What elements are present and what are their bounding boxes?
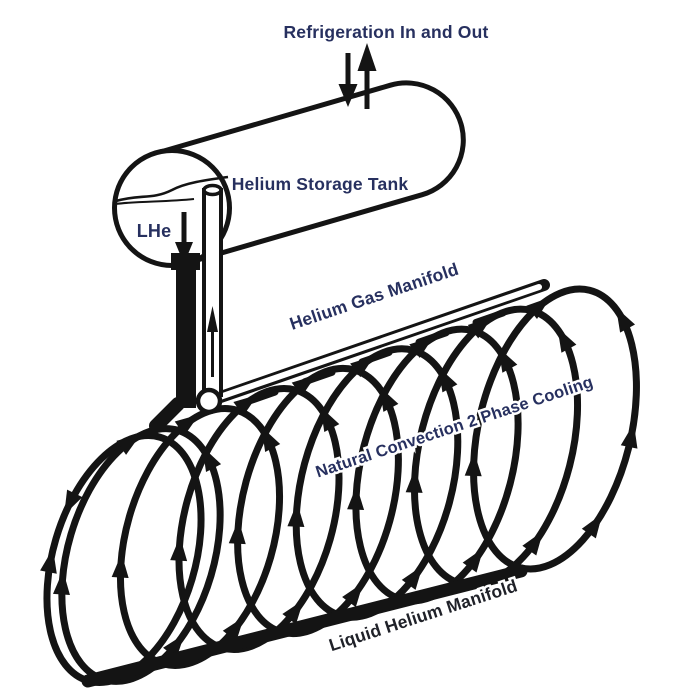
flow-arrowhead [228,519,246,545]
flow-arrowhead [170,536,188,562]
flow-arrowhead [557,327,577,353]
flow-arrowhead [174,414,200,436]
flow-arrowhead [616,307,636,333]
junction-fitting [195,387,223,415]
helium-gas-manifold-pipe [206,279,550,406]
flow-arrowhead [350,355,375,378]
flow-arrowhead [409,336,434,358]
flow-arrowhead [342,582,364,608]
flow-arrowhead [581,513,603,539]
helium-storage-tank [112,80,466,268]
label-lhe: LHe [137,221,172,241]
tank-body [155,80,466,266]
flow-arrowhead [462,548,484,573]
lhe-down-arrow [175,212,193,264]
flow-arrowhead [287,502,305,528]
gas-return-pipe [202,183,223,397]
lhe-feed-pipe [171,253,200,408]
flow-arrowhead [464,451,482,477]
label-refrigeration: Refrigeration In and Out [283,22,488,42]
liquid-helium-manifold-pipe [81,564,528,688]
flow-arrowhead [522,531,544,556]
flow-arrowhead [233,394,258,416]
flow-arrowhead [282,599,304,625]
flow-arrowhead [163,634,185,659]
gas-return-pipe-cap [202,183,223,197]
refrigeration-out-arrow [357,43,377,109]
flow-arrowhead [291,375,317,397]
label-storage-tank: Helium Storage Tank [232,174,409,194]
flow-arrowhead [64,489,83,515]
flow-arrowhead [52,570,70,595]
flow-arrowhead [222,616,245,642]
refrigeration-in-arrow [338,53,358,107]
liquid-level-line-2 [114,198,195,205]
flow-arrowhead [347,485,365,510]
liquid-level-line [115,175,229,203]
gas-up-arrow-head [207,306,218,332]
flow-arrowhead [405,468,423,493]
flow-arrowhead [401,565,423,590]
flow-arrowhead [620,423,638,449]
flow-arrowhead [467,316,492,339]
flow-arrowhead [111,553,129,579]
pipe-coil-merge [149,397,185,433]
gas-pipe-inner [214,284,542,401]
flow-arrowhead [526,297,551,319]
flow-arrowhead [40,548,57,574]
flow-arrowhead [116,434,141,455]
